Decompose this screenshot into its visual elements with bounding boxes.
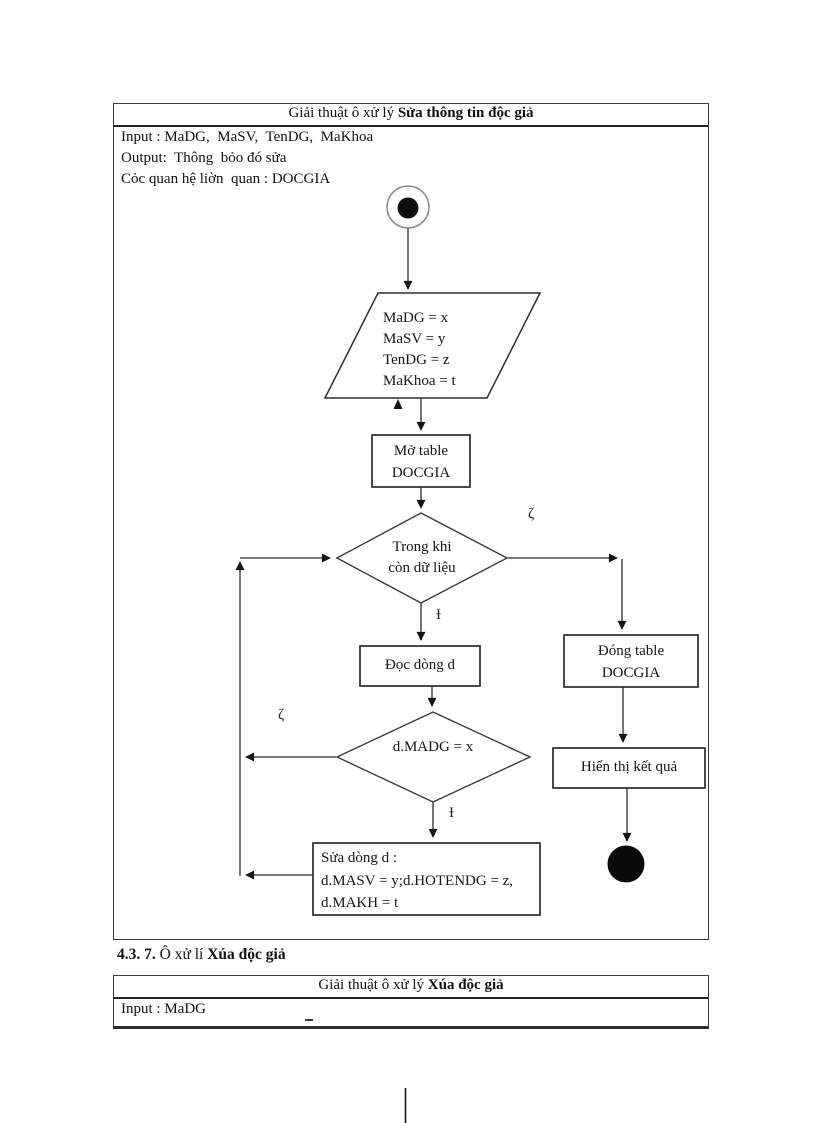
algorithm-title-bold: Sửa thông tin độc giả (397, 105, 534, 121)
match-diamond-text: d.MADG = x (392, 739, 474, 755)
algorithm2-title: Giải thuật ô xử lý Xúa độc giả (114, 976, 708, 999)
close-table-box (563, 634, 699, 688)
algorithm-table-xoa: Giải thuật ô xử lý Xúa độc giả Input : M… (113, 975, 709, 1029)
match-true-label: Ɨ (449, 805, 454, 821)
section-heading: 4.3. 7. Ô xử lí Xúa độc giả (117, 946, 286, 964)
section-heading-title: Xúa độc giả (207, 946, 286, 963)
arrowhead-into-parallelogram (393, 399, 403, 409)
display-result-box (552, 747, 706, 789)
input-node-text: MaDG = x MaSV = y TenDG = z MaKhoa = t (383, 310, 456, 389)
algorithm-title: Giải thuật ô xử lý Sửa thông tin độc giả (114, 104, 708, 127)
start-node-dot (397, 197, 419, 219)
algorithm-title-prefix: Giải thuật ô xử lý (288, 105, 398, 121)
section-heading-middle: Ô xử lí (155, 946, 208, 963)
open-table-text: Mở table DOCGIA (391, 443, 451, 481)
read-row-box (359, 645, 481, 687)
while-true-label: Ɨ (436, 607, 441, 623)
open-table-box (371, 434, 471, 488)
close-table-text: Đóng table DOCGIA (597, 643, 665, 681)
read-row-text: Đọc dòng d (385, 657, 455, 673)
input-line: Input : MaDG, MaSV, TenDG, MaKhoa (121, 129, 374, 145)
section-heading-number: 4.3. 7. (117, 946, 156, 963)
algorithm2-title-bold: Xúa độc giả (427, 977, 504, 993)
match-false-label: ζ (278, 707, 285, 723)
relations-line: Cỏc quan hệ liờn quan : DOCGIA (121, 171, 331, 187)
while-diamond-text: Trong khi còn dữ liệu (388, 539, 456, 576)
input-parallelogram (323, 292, 542, 399)
update-row-text: Sửa dòng d : d.MASV = y;d.HOTENDG = z, d… (321, 850, 514, 911)
input-line-2: Input : MaDG (121, 1001, 206, 1017)
algorithm2-title-prefix: Giải thuật ô xử lý (318, 977, 428, 993)
algorithm-table-sua: Giải thuật ô xử lý Sửa thông tin độc giả… (113, 103, 709, 940)
start-node-ring (386, 185, 430, 229)
update-row-box (312, 842, 541, 916)
end-node (607, 845, 645, 883)
while-false-label: ζ (528, 506, 535, 522)
output-line: Output: Thông bỏo đó sửa (121, 150, 287, 166)
display-result-text: Hiển thị kết quả (580, 759, 678, 775)
clipped-text-fragment (305, 1019, 313, 1021)
